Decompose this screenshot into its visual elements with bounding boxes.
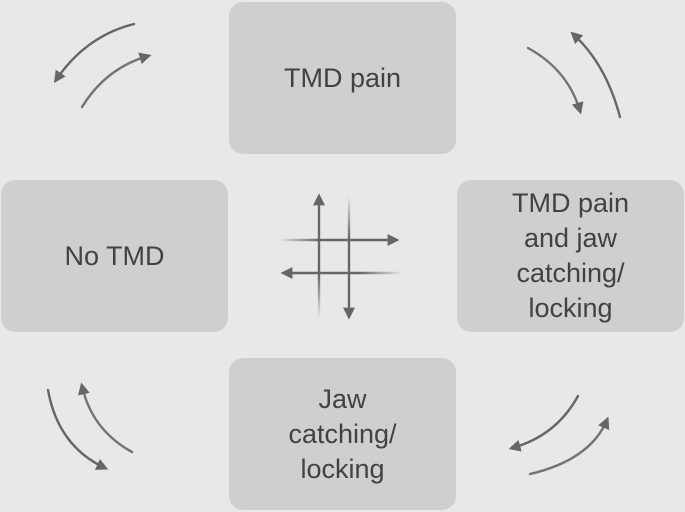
state-label-tmd-pain: TMD pain <box>283 62 402 93</box>
arrow-curved-tr-outer <box>570 31 622 119</box>
arrow-curved-tl-inner <box>80 52 152 109</box>
arrow-curved-tl-outer <box>53 22 136 83</box>
state-box-jaw-catching: Jaw catching/ locking <box>229 358 456 510</box>
state-label-no-tmd: No TMD <box>64 240 165 271</box>
arrow-curved-bl-inner <box>78 382 134 454</box>
arrow-curved-tr-inner <box>526 46 584 115</box>
arrow-curved-bl-outer <box>46 388 109 470</box>
arrow-curved-br-inner <box>528 416 610 476</box>
state-label-jaw-catching: Jaw catching/ locking <box>288 383 397 484</box>
arrow-curved-br-outer <box>508 394 580 452</box>
state-box-tmd-pain: TMD pain <box>229 2 456 154</box>
state-box-no-tmd: No TMD <box>1 180 228 332</box>
state-box-tmd-pain-and-jaw-catching: TMD pain and jaw catching/ locking <box>457 180 684 332</box>
state-label-tmd-pain-and-jaw-catching: TMD pain and jaw catching/ locking <box>511 188 630 323</box>
